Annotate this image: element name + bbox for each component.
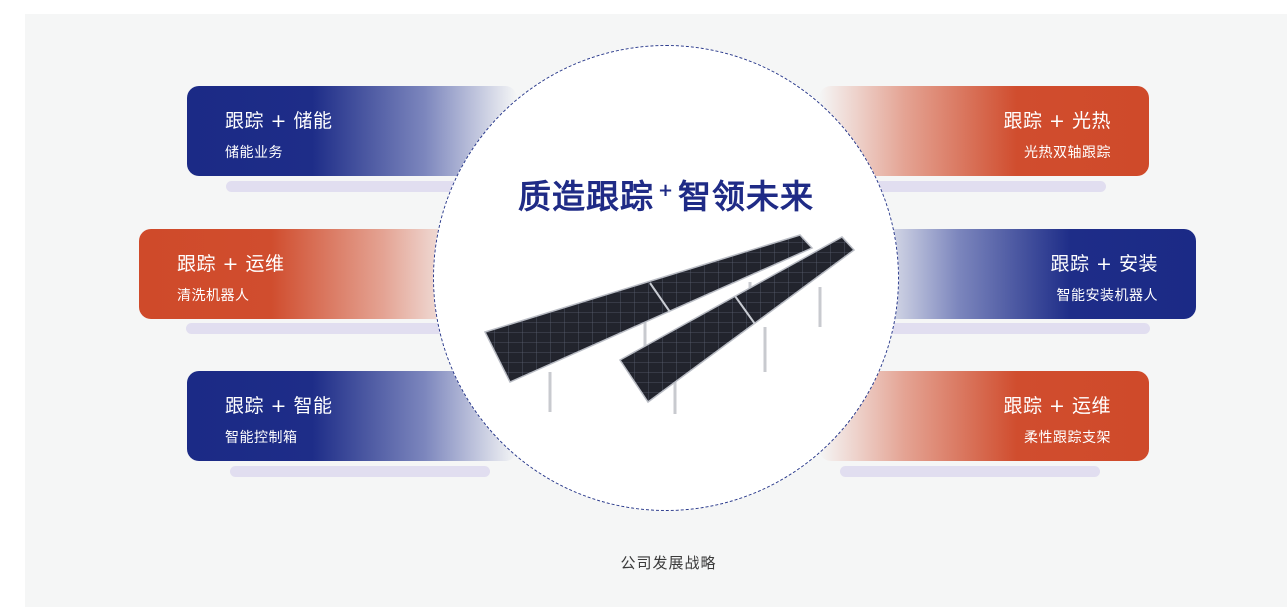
card-title: 跟踪 + 运维	[1003, 395, 1111, 417]
card-tracking-om-right: 跟踪 + 运维 柔性跟踪支架	[819, 371, 1149, 461]
card-subtitle: 智能控制箱	[225, 430, 298, 446]
card-tracking-install: 跟踪 + 安装 智能安装机器人	[866, 229, 1196, 319]
card-shadow	[840, 466, 1100, 477]
card-title: 跟踪 + 运维	[177, 253, 285, 275]
solar-panel-row	[483, 234, 814, 383]
card-subtitle: 柔性跟踪支架	[1024, 430, 1111, 446]
figure-caption: 公司发展战略	[620, 554, 717, 572]
card-shadow	[230, 466, 490, 477]
headline-plus: +	[657, 180, 675, 201]
card-shadow	[890, 323, 1150, 334]
solar-tracker-image	[483, 234, 856, 414]
card-title: 跟踪 + 安装	[1050, 253, 1158, 275]
card-subtitle: 光热双轴跟踪	[1024, 145, 1111, 161]
card-tracking-om-left: 跟踪 + 运维 清洗机器人	[139, 229, 469, 319]
card-title: 跟踪 + 储能	[225, 110, 333, 132]
solar-panel-row	[618, 236, 856, 404]
card-subtitle: 清洗机器人	[177, 288, 250, 304]
headline: 质造跟踪+智领未来	[433, 170, 899, 218]
card-tracking-csp: 跟踪 + 光热 光热双轴跟踪	[819, 86, 1149, 176]
card-title: 跟踪 + 光热	[1003, 110, 1111, 132]
card-subtitle: 储能业务	[225, 145, 283, 161]
card-title: 跟踪 + 智能	[225, 395, 333, 417]
card-shadow	[846, 181, 1106, 192]
card-tracking-storage: 跟踪 + 储能 储能业务	[187, 86, 517, 176]
headline-main: 质造跟踪	[517, 177, 654, 216]
card-shadow	[226, 181, 486, 192]
card-shadow	[186, 323, 446, 334]
headline-tail: 智领未来	[678, 177, 815, 216]
card-subtitle: 智能安装机器人	[1056, 288, 1158, 304]
